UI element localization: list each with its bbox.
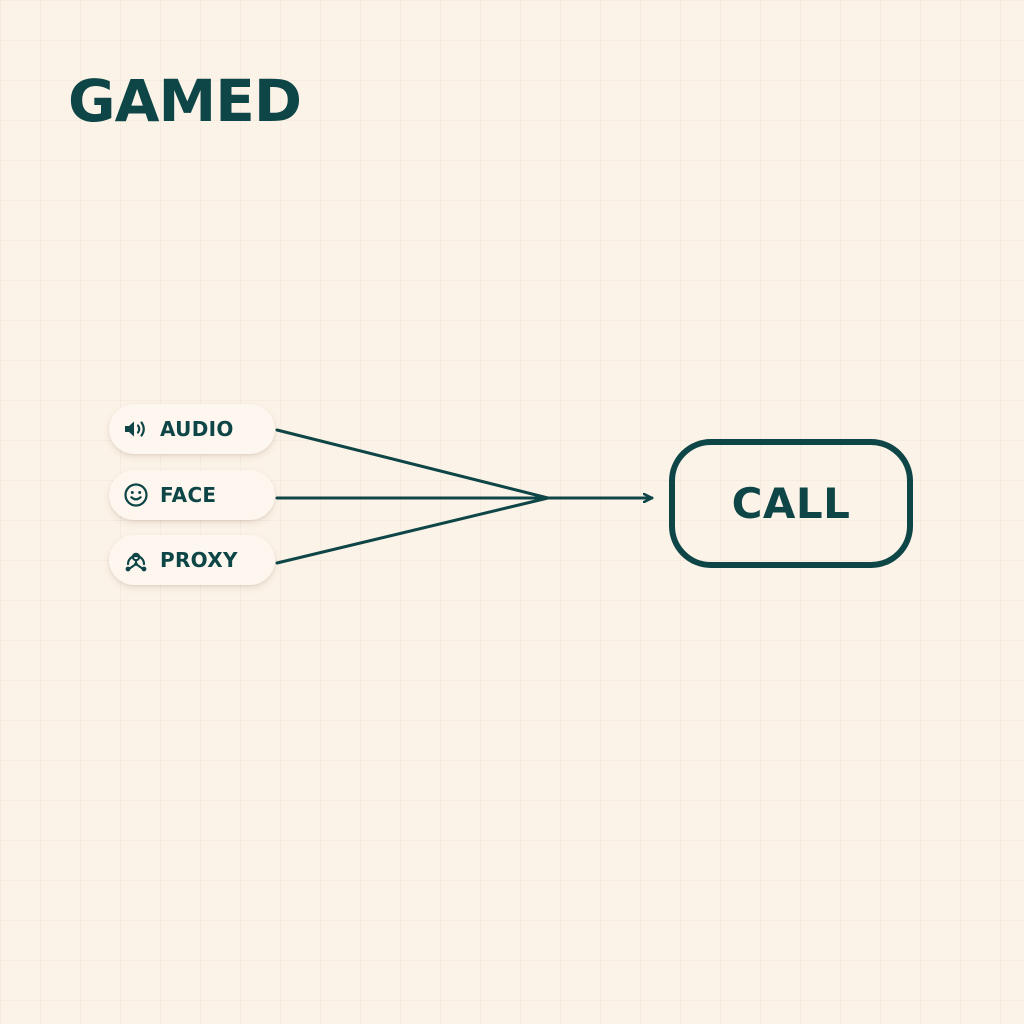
diagram-title: GAMED (68, 67, 302, 135)
call-output-box: CALL (669, 439, 913, 568)
connector-audio (275, 428, 550, 500)
connector-proxy (275, 496, 550, 565)
proxy-network-icon (122, 546, 150, 574)
smiley-face-icon (122, 481, 150, 509)
input-pill-audio: AUDIO (109, 404, 275, 454)
input-pill-face: FACE (109, 470, 275, 520)
input-label-audio: AUDIO (160, 417, 234, 441)
input-label-proxy: PROXY (160, 548, 238, 572)
input-label-face: FACE (160, 483, 217, 507)
speaker-icon (122, 415, 150, 443)
call-label: CALL (731, 479, 851, 528)
input-pill-proxy: PROXY (109, 535, 275, 585)
